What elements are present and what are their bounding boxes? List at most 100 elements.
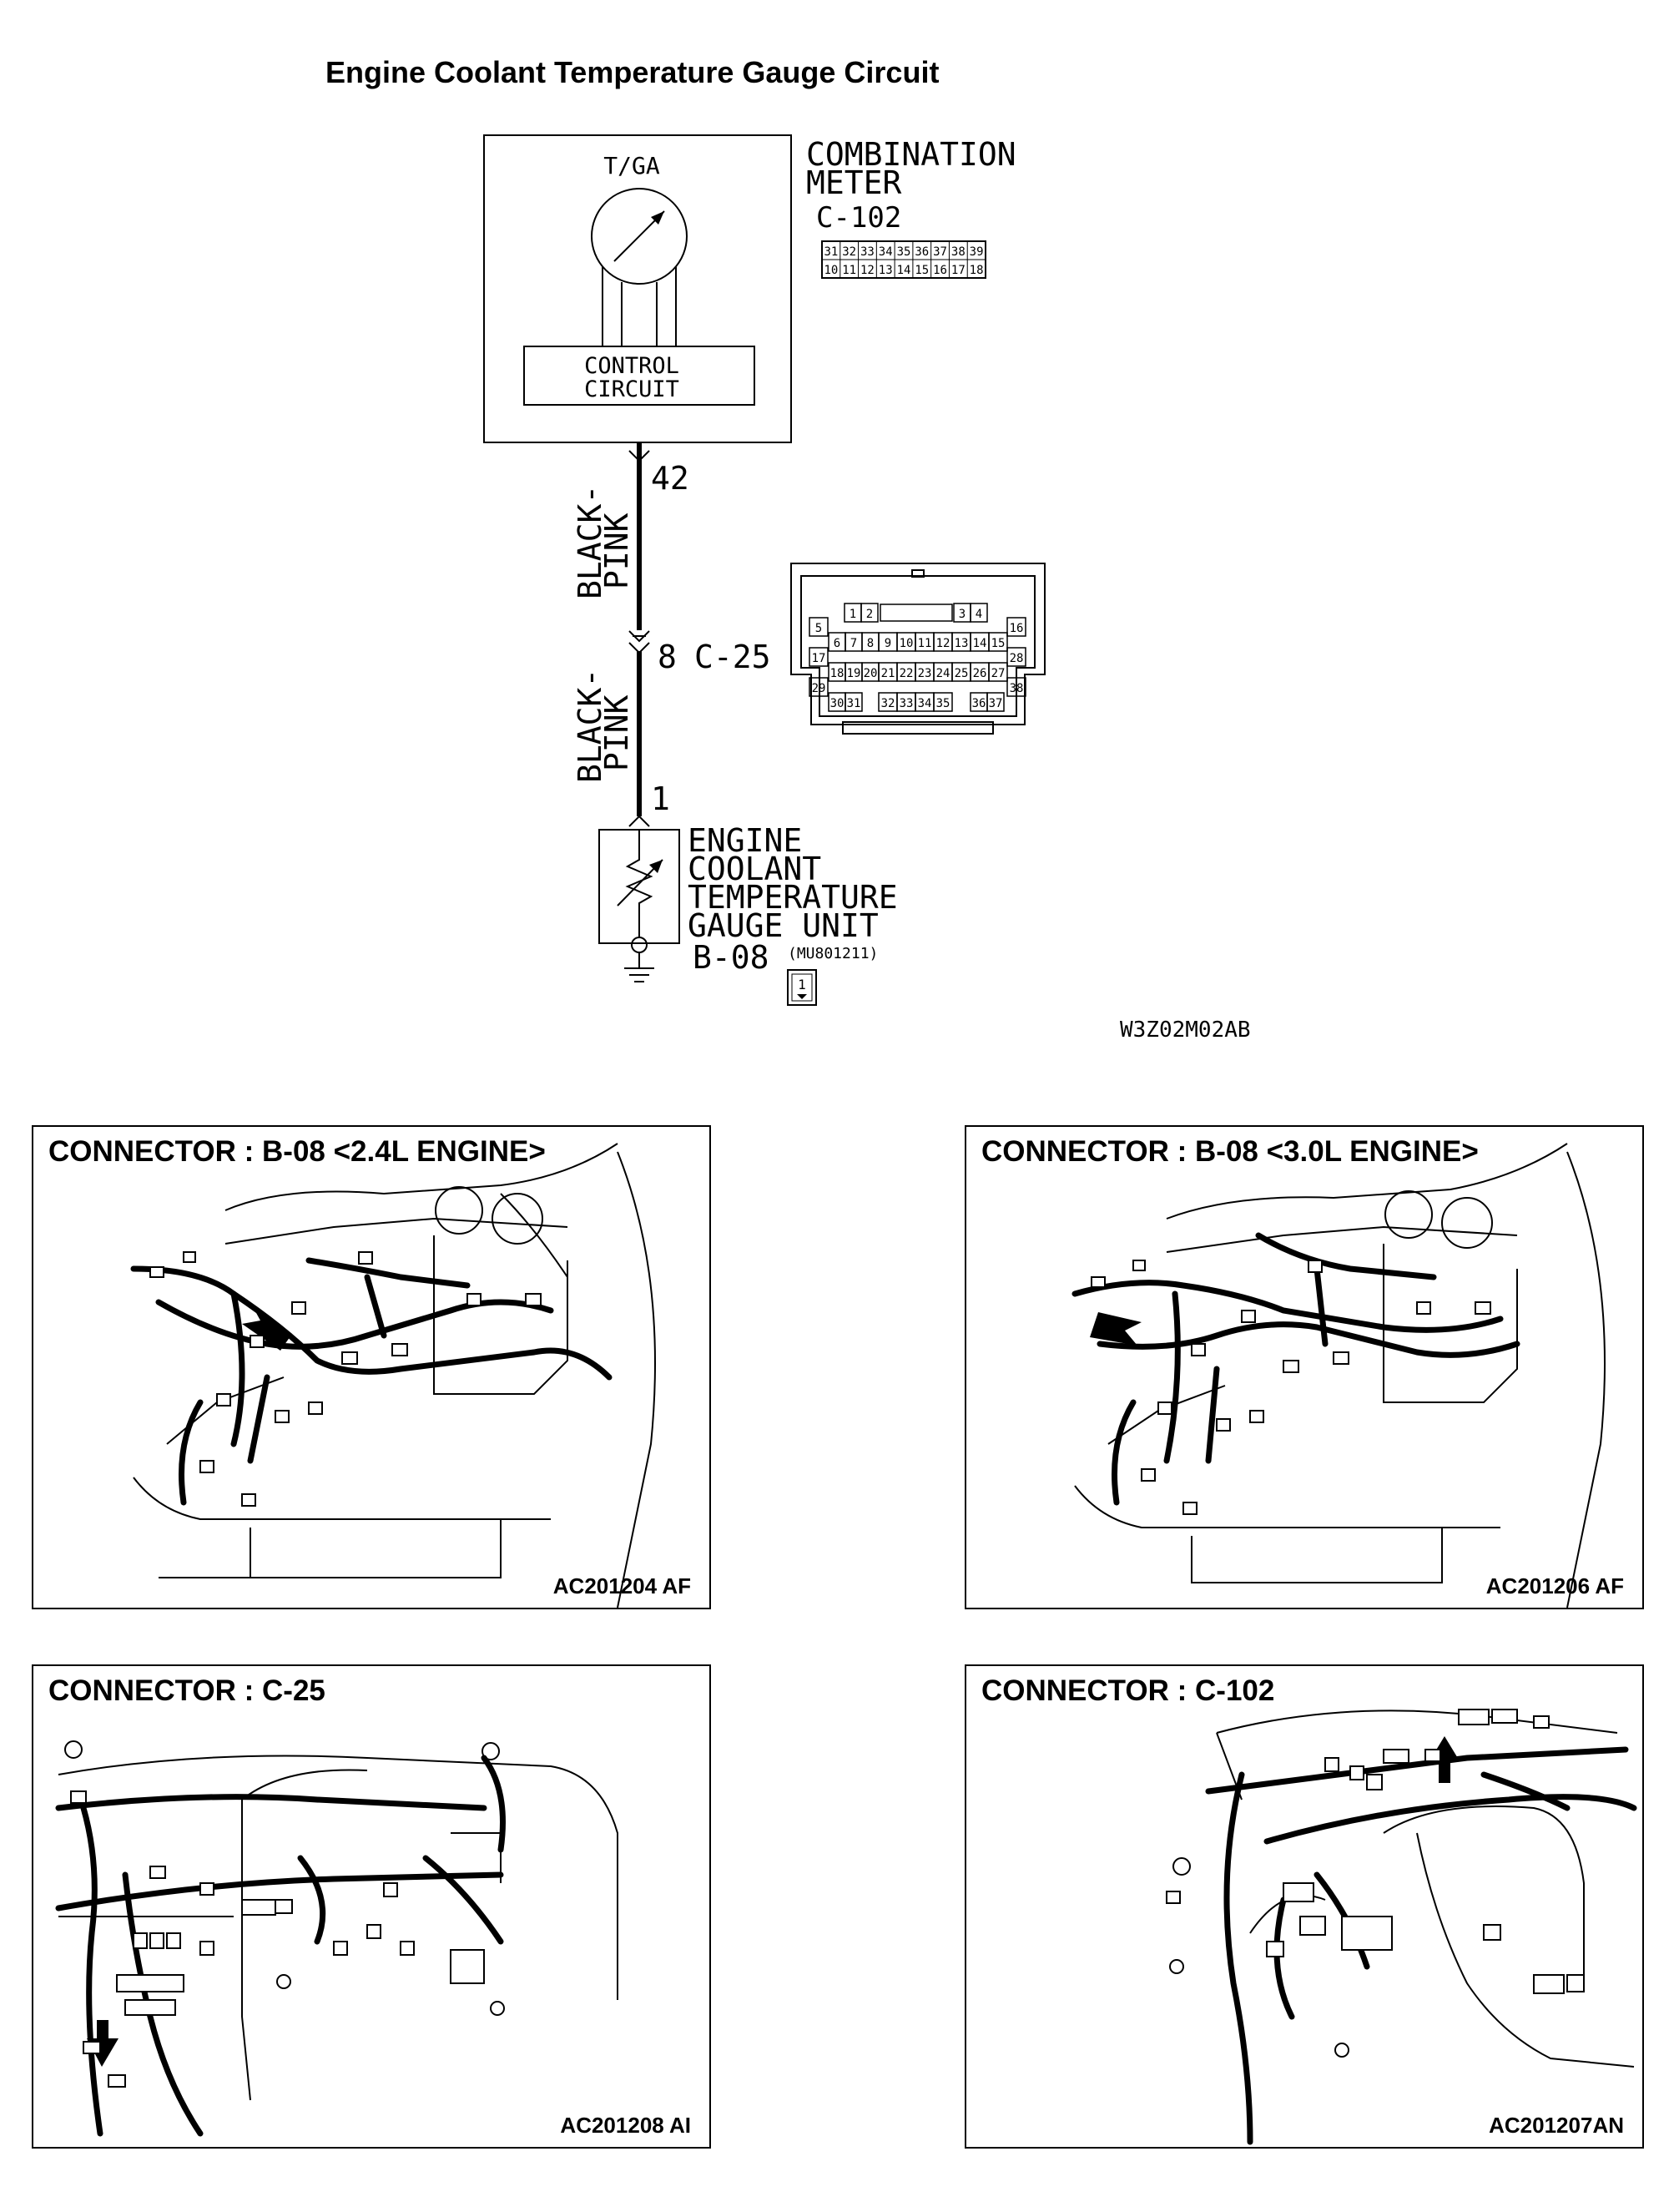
c25-pin-30: 30 <box>830 697 845 710</box>
sender-name-3: TEMPERATURE <box>688 879 898 916</box>
c102-pin-33: 33 <box>860 245 875 259</box>
panel-b08-30l: CONNECTOR : B-08 <3.0L ENGINE> AC201206 … <box>965 1125 1644 1609</box>
c25-pin-cavity <box>809 677 829 697</box>
c25-pin-23: 23 <box>918 667 932 680</box>
c25-pin-4: 4 <box>976 608 982 621</box>
c25-pin-9: 9 <box>885 637 891 650</box>
c25-pin-35: 35 <box>936 697 950 710</box>
c25-pin-14: 14 <box>973 637 987 650</box>
c102-pin-34: 34 <box>879 245 893 259</box>
sender-name-2: COOLANT <box>688 851 821 887</box>
control-label-2: CIRCUIT <box>584 376 679 402</box>
engine-bay-harness-illustration <box>1071 1143 1606 1608</box>
c25-pin-27: 27 <box>991 667 1006 680</box>
sender-part-number: (MU801211) <box>788 945 878 962</box>
c25-pin-29: 29 <box>812 682 826 695</box>
c25-pin-cavity <box>970 603 988 623</box>
c25-pin-cavity <box>1006 677 1026 697</box>
c25-pin-7: 7 <box>850 637 857 650</box>
c25-pin-cavity <box>809 617 829 637</box>
c25-pin-2: 2 <box>866 608 873 621</box>
c25-pin-22: 22 <box>900 667 914 680</box>
panel-c102-title: CONNECTOR : C-102 <box>981 1674 1275 1707</box>
c102-pin-39: 39 <box>970 245 984 259</box>
c25-pin-19: 19 <box>847 667 861 680</box>
c25-pin-cavity <box>988 662 1008 682</box>
instrument-panel-harness-illustration <box>1166 1709 1637 2145</box>
c102-pin-35: 35 <box>897 245 911 259</box>
temperature-gauge-icon <box>591 188 688 285</box>
c25-pin-cavity <box>860 603 879 623</box>
control-label-1: CONTROL <box>584 353 679 379</box>
sender-name-4: GAUGE UNIT <box>688 907 879 944</box>
panel-b08-24l: CONNECTOR : B-08 <2.4L ENGINE> AC201204 … <box>32 1125 711 1609</box>
c102-pin-18: 18 <box>970 264 984 277</box>
c25-pin-33: 33 <box>900 697 914 710</box>
control-circuit-box <box>523 346 755 406</box>
page-title: Engine Coolant Temperature Gauge Circuit <box>325 55 940 89</box>
c25-pin-6: 6 <box>834 637 840 650</box>
c102-pin-12: 12 <box>860 264 875 277</box>
b08-connector-face <box>787 969 817 1006</box>
c25-pin-28: 28 <box>1010 652 1024 665</box>
figure-code: W3Z02M02AB <box>1120 1018 1251 1043</box>
panel-c102: CONNECTOR : C-102 AC201207AN <box>965 1664 1644 2149</box>
c102-pin-36: 36 <box>915 245 929 259</box>
c25-pin-8: 8 <box>867 637 874 650</box>
c25-pin-38: 38 <box>1010 682 1024 695</box>
pin-meter-label: 42 <box>651 460 689 497</box>
panel-b08-24l-code: AC201204 AF <box>552 1573 691 1598</box>
c25-pin-11: 11 <box>918 637 932 650</box>
c25-connector-face <box>790 563 1046 735</box>
c25-pin-17: 17 <box>812 652 826 665</box>
c25-pin-24: 24 <box>936 667 950 680</box>
junction-connector-label: C-25 <box>694 639 771 675</box>
c25-pin-cavity <box>988 632 1008 652</box>
c25-pin-21: 21 <box>881 667 895 680</box>
wire-color-1a: BLACK- <box>572 485 608 599</box>
panel-c25-code: AC201208 AI <box>560 2113 691 2138</box>
c25-pin-cavity <box>933 692 953 712</box>
c25-pin-cavity <box>1006 617 1026 637</box>
c25-pin-34: 34 <box>918 697 932 710</box>
c102-pin-13: 13 <box>879 264 893 277</box>
sender-connector-pin: 1 <box>798 977 806 992</box>
c102-pin-15: 15 <box>915 264 929 277</box>
c25-pin-cavity <box>845 692 863 712</box>
c25-pin-cavity <box>809 647 829 667</box>
c102-pin-16: 16 <box>933 264 947 277</box>
panel-c25-title: CONNECTOR : C-25 <box>48 1674 325 1707</box>
wire-color-2b: PINK <box>598 694 635 771</box>
c25-pin-cavity <box>986 692 1005 712</box>
wire-color-2a: BLACK- <box>572 669 608 783</box>
panel-b08-30l-code: AC201206 AF <box>1485 1573 1624 1598</box>
c102-pin-17: 17 <box>951 264 966 277</box>
c25-pin-37: 37 <box>989 697 1003 710</box>
panel-c102-code: AC201207AN <box>1489 2113 1624 2138</box>
c102-pin-37: 37 <box>933 245 947 259</box>
meter-name-2: METER <box>806 164 902 201</box>
c25-pin-16: 16 <box>1010 622 1024 635</box>
c102-pin-14: 14 <box>897 264 911 277</box>
c25-pin-5: 5 <box>815 622 822 635</box>
c25-pin-10: 10 <box>900 637 914 650</box>
c102-pin-31: 31 <box>824 245 838 259</box>
c25-pin-13: 13 <box>955 637 969 650</box>
sender-name-1: ENGINE <box>688 822 802 859</box>
c25-pin-20: 20 <box>864 667 878 680</box>
panel-b08-30l-title: CONNECTOR : B-08 <3.0L ENGINE> <box>981 1135 1479 1168</box>
c25-pin-1: 1 <box>850 608 856 621</box>
c25-pin-26: 26 <box>973 667 987 680</box>
c25-pin-25: 25 <box>955 667 969 680</box>
c25-pin-36: 36 <box>972 697 986 710</box>
pin-sender-label: 1 <box>651 780 670 817</box>
meter-connector-label: C-102 <box>816 201 901 235</box>
dashboard-harness-illustration <box>55 1740 618 2137</box>
gauge-label: T/GA <box>603 152 660 179</box>
c25-pin-15: 15 <box>991 637 1006 650</box>
thermistor-icon <box>625 851 653 938</box>
engine-bay-harness-illustration <box>130 1143 656 1608</box>
c25-pin-cavity <box>1006 647 1026 667</box>
meter-name-1: COMBINATION <box>806 136 1016 173</box>
